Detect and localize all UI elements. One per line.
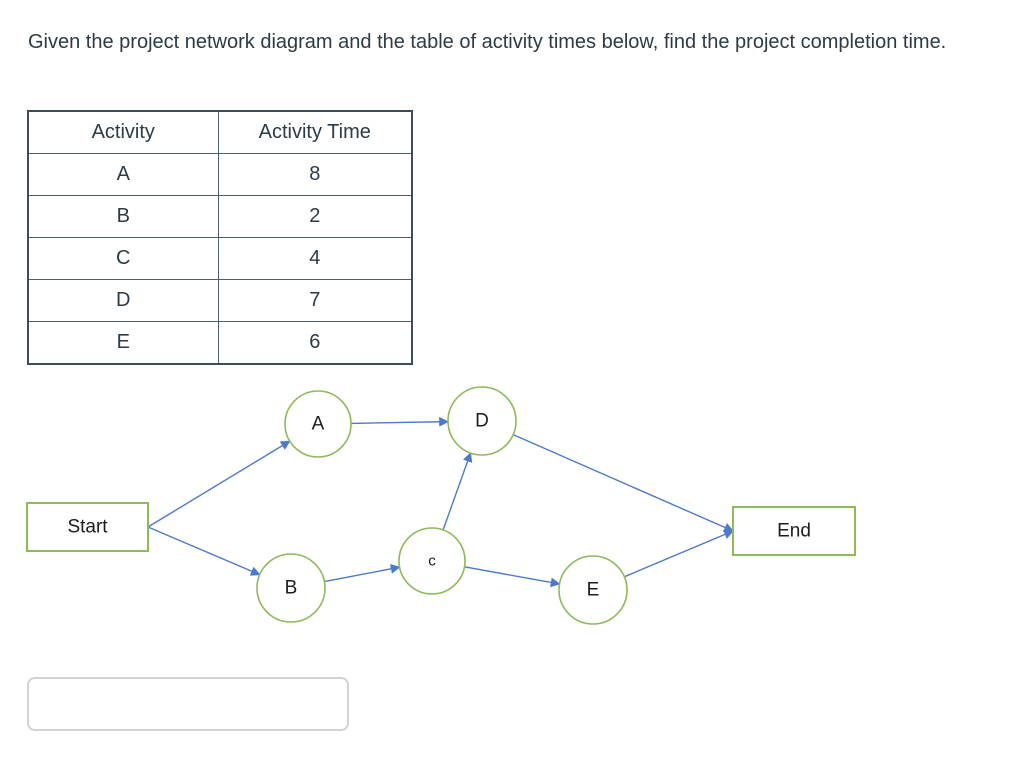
table-row: C 4 [27, 237, 413, 280]
column-header-activity: Activity [27, 110, 219, 154]
edge-e-end [624, 529, 734, 578]
edge-b-c [324, 564, 401, 583]
node-label: Start [67, 517, 108, 538]
time-cell: 7 [217, 279, 413, 322]
edge-c-e [464, 566, 561, 588]
node-c: c [398, 527, 466, 595]
node-label: End [777, 521, 811, 542]
node-box [732, 506, 856, 556]
node-label: B [285, 578, 298, 599]
node-label: D [475, 411, 489, 432]
activity-cell: A [27, 153, 219, 196]
node-start: Start [26, 502, 149, 552]
table-row: E 6 [27, 321, 413, 365]
edge-start-a [147, 440, 291, 528]
activity-cell: C [27, 237, 219, 280]
node-circle [398, 527, 466, 595]
node-circle [558, 555, 628, 625]
node-label: c [428, 553, 436, 570]
table-row: A 8 [27, 153, 413, 196]
node-e: E [558, 555, 628, 625]
node-box [26, 502, 149, 552]
edge-start-b [147, 526, 261, 576]
activity-cell: B [27, 195, 219, 238]
table-row: D 7 [27, 279, 413, 322]
table-header-row: Activity Activity Time [27, 110, 413, 154]
node-end: End [732, 506, 856, 556]
time-cell: 8 [217, 153, 413, 196]
answer-input[interactable] [27, 677, 349, 731]
edge-a-d [350, 416, 449, 427]
time-cell: 6 [217, 321, 413, 365]
node-d: D [447, 386, 517, 456]
activity-cell: D [27, 279, 219, 322]
node-circle [256, 553, 326, 623]
time-cell: 2 [217, 195, 413, 238]
column-header-activity-time: Activity Time [217, 110, 413, 154]
node-label: E [587, 580, 600, 601]
edge-d-end [512, 434, 734, 532]
node-circle [284, 390, 352, 458]
node-a: A [284, 390, 352, 458]
node-label: A [312, 414, 325, 435]
edge-c-d [442, 452, 473, 531]
network-diagram-svg: Start A Bc D E End [26, 386, 856, 625]
activity-table: Activity Activity Time A 8 B 2 C 4 D 7 E… [27, 110, 413, 365]
table-row: B 2 [27, 195, 413, 238]
time-cell: 4 [217, 237, 413, 280]
activity-cell: E [27, 321, 219, 365]
node-b: B [256, 553, 326, 623]
node-circle [447, 386, 517, 456]
question-text: Given the project network diagram and th… [28, 31, 947, 53]
